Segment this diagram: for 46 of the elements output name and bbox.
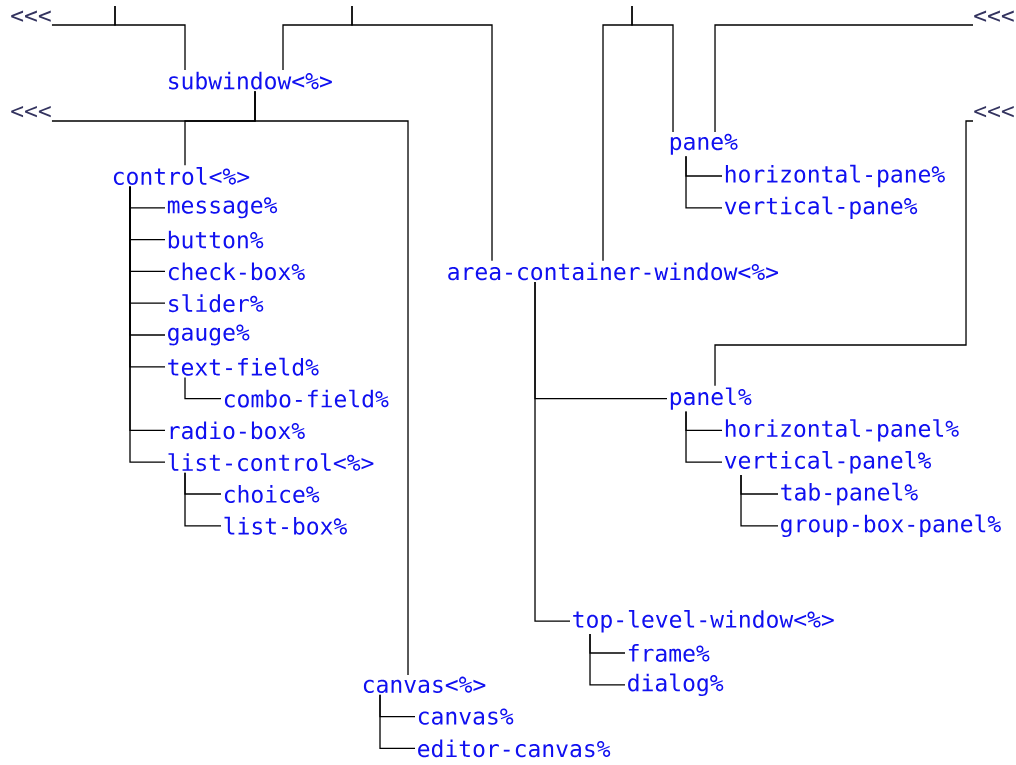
class-name: vertical-panel% [724,451,932,474]
tree-line [351,5,493,262]
tree-line [685,155,723,209]
continuation-mark: <<< [974,105,1014,118]
class-name: list-control<%> [168,453,374,472]
class-name: message% [167,197,278,219]
class-name: panel% [670,387,752,410]
class-name: top-level-window<%> [573,610,834,633]
class-name: gauge% [168,324,250,346]
continuation-mark: <<< [974,10,1014,22]
class-name: pane% [670,133,738,155]
tree-line [589,633,626,686]
class-name: canvas% [418,708,514,725]
class-name: horizontal-pane% [725,164,945,188]
tree-line [714,120,974,387]
class-name: slider% [169,294,264,313]
tree-line [714,24,974,133]
class-name: tab-panel% [781,482,918,506]
tree-line [51,5,116,26]
class-name: list-box% [224,516,347,535]
class-name: dialog% [628,673,724,697]
class-name: choice% [224,485,320,503]
class-name: text-field% [168,357,319,376]
class-name: group-box-panel% [781,514,1001,538]
class-name: horizontal-panel% [725,419,959,442]
tree-line [534,281,571,622]
class-name: check-box% [168,262,305,281]
continuation-mark: <<< [11,105,51,118]
class-name: frame% [628,644,710,662]
tree-line [631,5,674,133]
class-name: combo-field% [224,389,389,408]
class-name: area-container-window<%> [448,262,779,281]
class-name: canvas<%> [363,676,486,693]
tree-line [379,694,416,750]
class-name: radio-box% [170,421,305,440]
class-name: control<%> [113,167,250,185]
tree-line [184,472,222,527]
class-name: subwindow<%> [169,71,332,90]
tree-line [184,376,222,400]
continuation-mark: <<< [11,10,51,22]
tree-line [51,90,256,122]
class-name: vertical-pane% [724,196,918,219]
class-name: editor-canvas% [418,739,611,758]
class-name: button% [168,230,264,249]
tree-line [740,474,779,527]
tree-line [685,410,723,463]
